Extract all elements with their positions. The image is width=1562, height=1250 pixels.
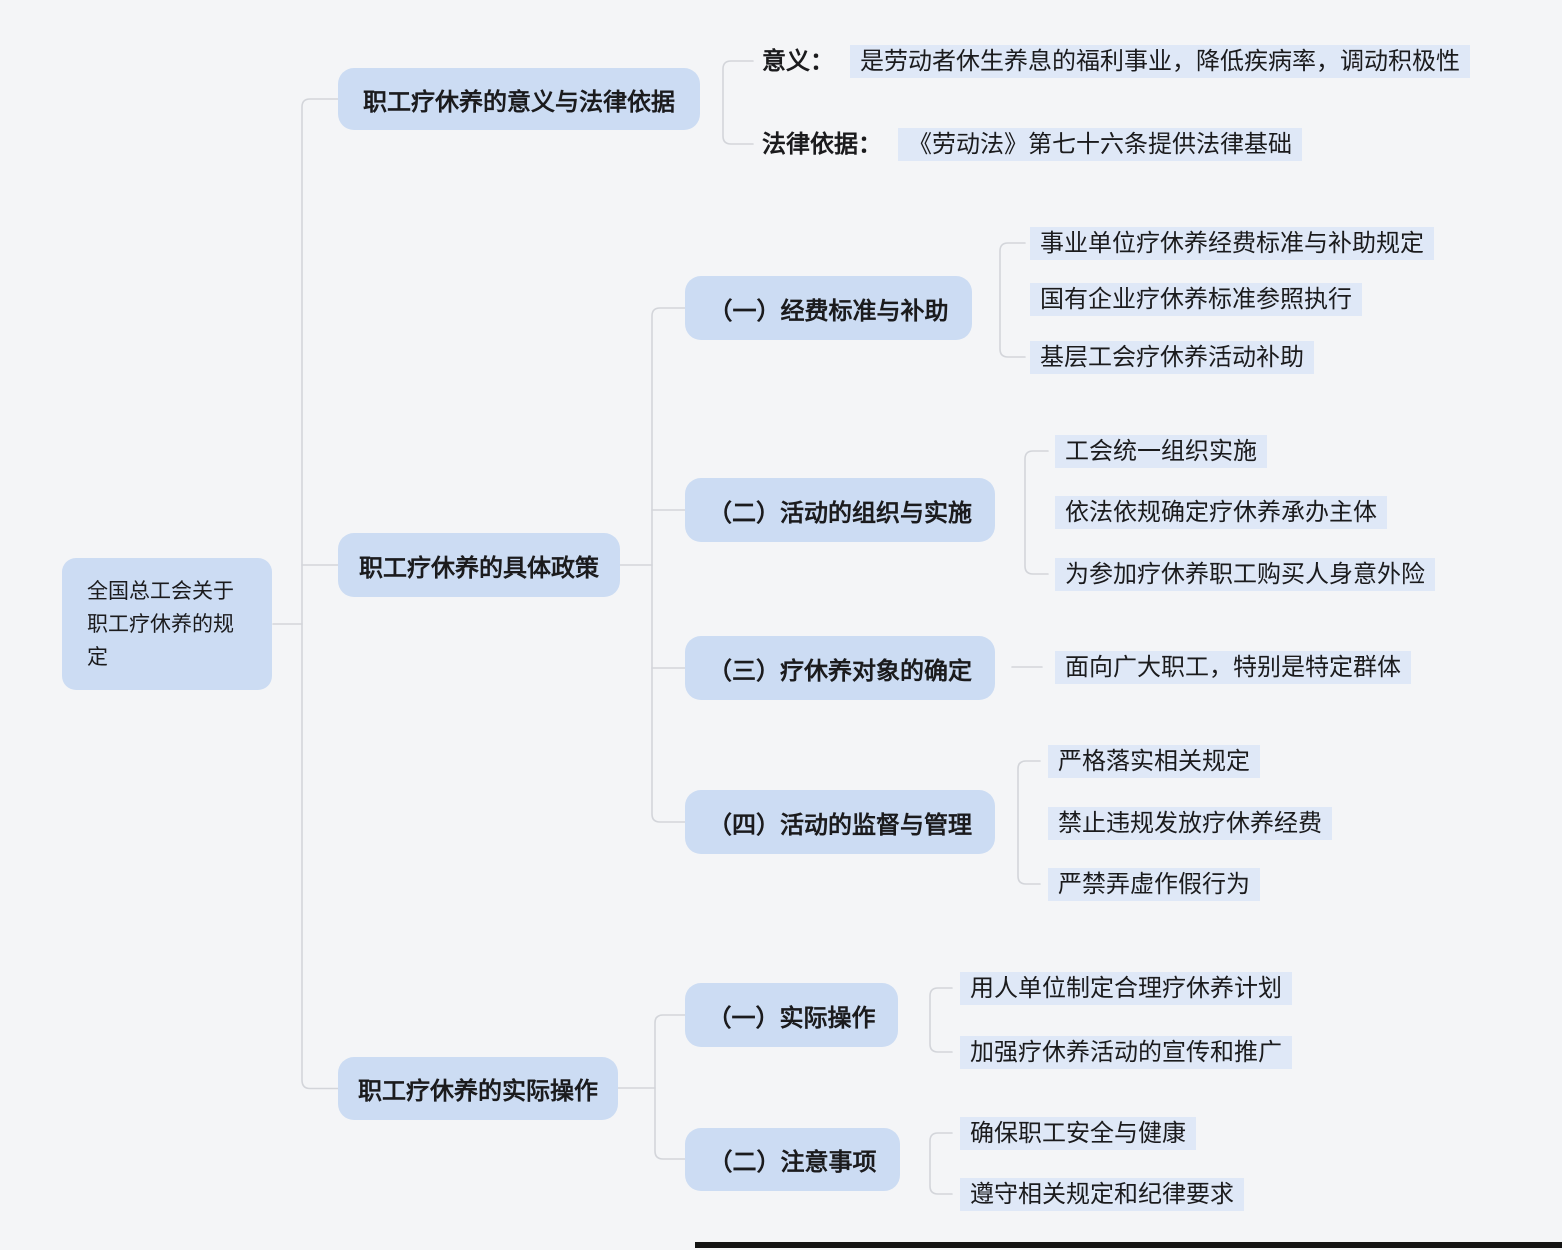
- connector-sub31-bracket: [929, 987, 953, 1053]
- connector-branch2-subtrunk: [651, 307, 686, 823]
- leaf-item: 加强疗休养活动的宣传和推广: [960, 1036, 1292, 1069]
- leaf-item: 为参加疗休养职工购买人身意外险: [1055, 558, 1435, 591]
- leaf-item: 国有企业疗休养标准参照执行: [1030, 283, 1362, 316]
- leaf-item: 工会统一组织实施: [1055, 435, 1267, 468]
- connector-main-trunk: [301, 98, 339, 1090]
- leaf-item: 严禁弄虚作假行为: [1048, 868, 1260, 901]
- root-node: 全国总工会关于职工疗休养的规定: [62, 558, 272, 690]
- sub-node-funding-standards: （一）经费标准与补助: [685, 276, 972, 340]
- entry-value-legal-basis: 《劳动法》第七十六条提供法律基础: [898, 128, 1302, 161]
- entry-value-meaning: 是劳动者休生养息的福利事业，降低疾病率，调动积极性: [850, 45, 1470, 78]
- leaf-item: 严格落实相关规定: [1048, 745, 1260, 778]
- branch-node-meaning-legal: 职工疗休养的意义与法律依据: [338, 68, 700, 130]
- leaf-item: 基层工会疗休养活动补助: [1030, 341, 1314, 374]
- sub-node-supervision: （四）活动的监督与管理: [685, 790, 995, 854]
- branch-node-practical: 职工疗休养的实际操作: [338, 1057, 618, 1120]
- sub-node-practical-operation: （一）实际操作: [685, 983, 898, 1047]
- connector-sub24-bracket: [1017, 760, 1041, 885]
- sub-node-organization: （二）活动的组织与实施: [685, 478, 995, 542]
- connector-sub22-bracket: [1024, 450, 1049, 575]
- leaf-item: 事业单位疗休养经费标准与补助规定: [1030, 227, 1434, 260]
- leaf-item: 禁止违规发放疗休养经费: [1048, 807, 1332, 840]
- leaf-item: 依法依规确定疗休养承办主体: [1055, 496, 1387, 529]
- sub-node-target-determination: （三）疗休养对象的确定: [685, 636, 995, 700]
- entry-key-meaning: 意义：: [762, 48, 834, 75]
- connector-sub32-bracket: [929, 1132, 953, 1195]
- leaf-item: 确保职工安全与健康: [960, 1117, 1196, 1150]
- branch-node-policies: 职工疗休养的具体政策: [338, 533, 620, 597]
- sub-node-precautions: （二）注意事项: [685, 1128, 900, 1191]
- leaf-item: 面向广大职工，特别是特定群体: [1055, 651, 1411, 684]
- leaf-item: 遵守相关规定和纪律要求: [960, 1178, 1244, 1211]
- connector-branch3-subtrunk: [654, 1014, 686, 1160]
- connector-sub21-bracket: [999, 242, 1026, 358]
- entry-key-legal-basis: 法律依据：: [762, 131, 882, 158]
- leaf-item: 用人单位制定合理疗休养计划: [960, 972, 1292, 1005]
- footer-bar: [695, 1242, 1562, 1248]
- connector-branch1-bracket: [722, 60, 754, 145]
